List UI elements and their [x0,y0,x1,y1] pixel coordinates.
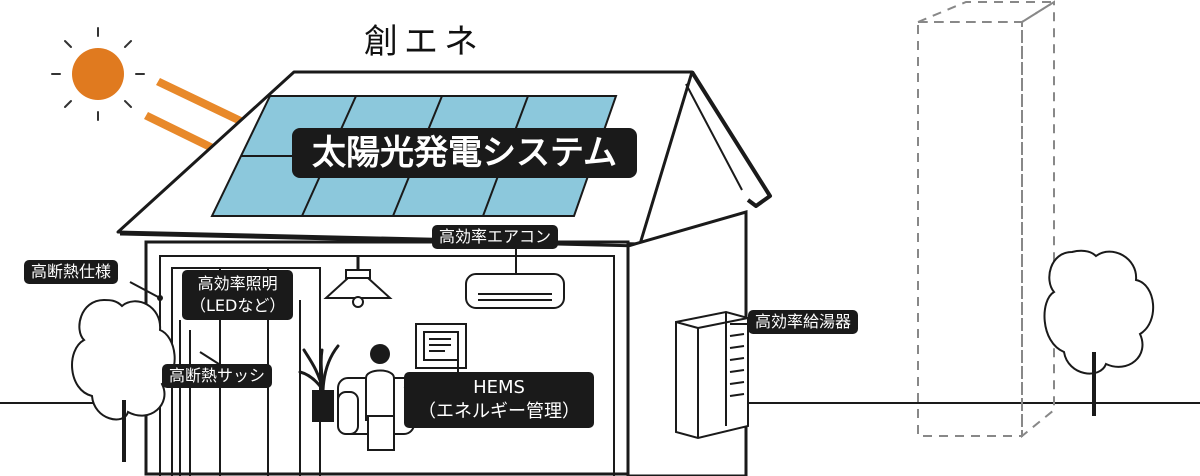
label-lighting: 高効率照明 （LEDなど） [182,270,294,320]
dashed-building [917,0,1058,439]
label-hems-line2: （エネルギー管理） [418,401,580,422]
water-heater-icon [675,310,749,440]
tree-icon-right [1043,249,1154,416]
page-title: 創エネ [364,22,484,62]
label-solar-system: 太陽光発電システム [292,128,637,178]
label-lighting-line1: 高効率照明 [197,274,278,293]
plant-icon [298,344,340,422]
sun-icon [51,27,145,121]
label-hems-line1: HEMS [473,377,525,398]
label-sash: 高断熱サッシ [162,364,273,388]
monitor-icon [415,323,467,378]
label-aircon: 高効率エアコン [432,225,559,249]
aircon-icon [465,246,565,309]
person-on-sofa [337,344,415,451]
leader-dot [157,295,163,301]
lamp-icon [323,256,393,308]
label-hems: HEMS （エネルギー管理） [404,372,594,428]
label-lighting-line2: （LEDなど） [190,296,286,315]
label-water-heater: 高効率給湯器 [748,310,859,334]
label-insulation: 高断熱仕様 [24,260,119,284]
tree-icon [71,298,176,462]
